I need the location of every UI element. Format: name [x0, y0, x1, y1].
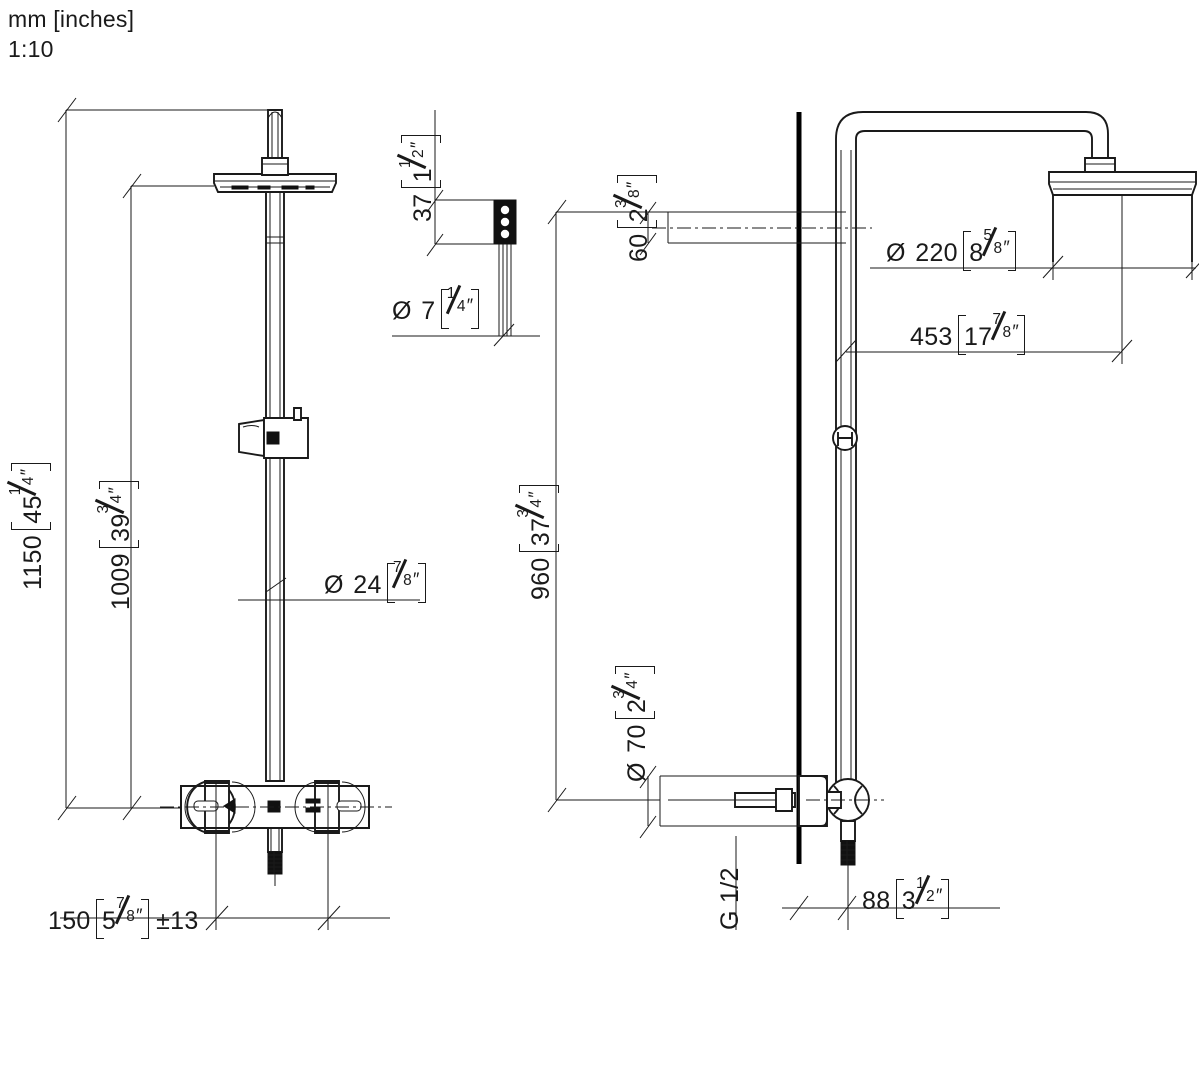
diameter-icon: [324, 573, 346, 598]
shower-arm-side: [835, 111, 1109, 158]
dim-thread-spec-label: G 1/2: [716, 867, 744, 930]
outlet-thread-hatch-side: [840, 840, 856, 866]
dim-head-diameter-label: 220 858″: [886, 226, 1017, 271]
diameter-icon: [392, 299, 414, 324]
diameter-icon: [886, 241, 908, 266]
scale-note: 1:10: [8, 36, 54, 62]
rain-head-front: [213, 109, 337, 193]
side-view-dimensions: [547, 195, 1199, 930]
wall-inlet-lower: [659, 775, 799, 827]
hand-shower-slider-bracket: [238, 407, 309, 459]
dim-riser-diameter-label: 24 78″: [324, 558, 426, 603]
wall-inlet-upper: [652, 211, 872, 244]
thermostatic-mixer-front: [160, 780, 392, 886]
side-view-geometry: [547, 111, 1199, 930]
units-note: mm [inches]: [8, 6, 135, 32]
outlet-thread-hatch: [267, 851, 283, 875]
dim-escutcheon-diameter-label: 70 234″: [610, 666, 651, 782]
riser-pipe-side: [835, 139, 857, 786]
diameter-icon: [625, 760, 650, 782]
slider-knob-side: [832, 425, 858, 451]
dim-screw-hole-label: 7 14″: [392, 284, 480, 329]
thermostatic-mixer-side: [668, 775, 884, 930]
riser-pipe-front: [265, 191, 285, 782]
